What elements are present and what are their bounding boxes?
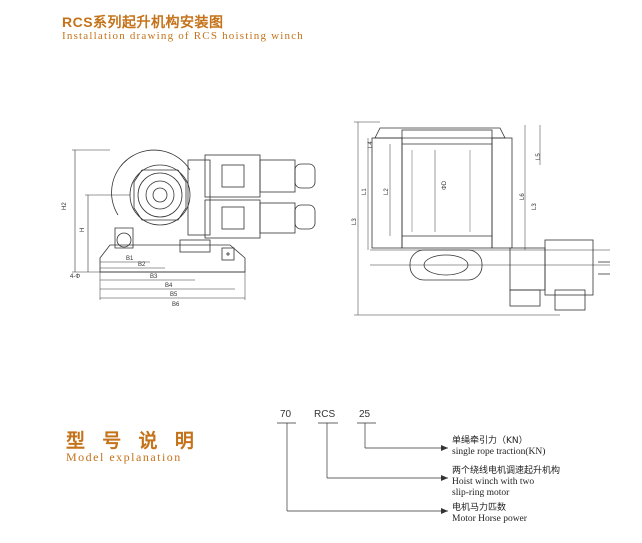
explanation-hoist-en2: slip-ring motor	[452, 488, 510, 498]
dim-h: H	[80, 228, 86, 232]
dim-l3-left: L3	[352, 218, 358, 225]
model-title-en: Model explanation	[66, 450, 182, 464]
dim-l6: L6	[520, 193, 526, 200]
dim-b2: B2	[138, 262, 146, 268]
leader-arrows	[441, 445, 448, 514]
explanation-motor: 电机马力匹数 Motor Horse power	[452, 503, 527, 525]
model-leaders	[277, 422, 448, 512]
explanation-motor-en: Motor Horse power	[452, 514, 527, 524]
code-horsepower: 70	[280, 409, 292, 420]
code-series: RCS	[314, 409, 336, 420]
right-view	[354, 121, 610, 316]
left-view	[72, 149, 316, 300]
dim-b3: B3	[150, 274, 158, 280]
drawing-title-cn: RCS系列起升机构安装图	[62, 14, 224, 30]
model-title-cn: 型 号 说 明	[66, 431, 200, 452]
drawing-title-en: Installation drawing of RCS hoisting win…	[62, 30, 304, 42]
explanation-traction: 单绳牵引力（KN） single rope traction(KN)	[452, 436, 545, 458]
explanation-traction-cn: 单绳牵引力（KN）	[452, 436, 528, 446]
explanation-traction-en: single rope traction(KN)	[452, 447, 546, 457]
dim-b6: B6	[172, 302, 180, 308]
dim-b4: B4	[165, 283, 173, 289]
dim-h2: H2	[62, 202, 68, 210]
explanation-hoist-en: Hoist winch with two	[452, 477, 535, 487]
dim-diameter: ΦD	[442, 180, 448, 190]
dim-b1: B1	[126, 256, 134, 262]
dim-holes: 4-Φ	[70, 274, 80, 280]
dim-l4: L4	[368, 141, 374, 148]
dim-l3-right: L3	[532, 203, 538, 210]
dim-b5: B5	[170, 292, 178, 298]
dim-l1: L1	[362, 188, 368, 195]
code-traction: 25	[359, 409, 371, 420]
dim-l5: L5	[536, 153, 542, 160]
explanation-hoist: 两个绕线电机调速起升机构 Hoist winch with two slip-r…	[452, 466, 560, 499]
dim-l2: L2	[384, 188, 390, 195]
explanation-hoist-cn: 两个绕线电机调速起升机构	[452, 466, 561, 476]
explanation-motor-cn: 电机马力匹数	[452, 503, 507, 513]
dimension-labels: H2 H B1 B2 B3 B4 B5 B6 4-Φ L4 L5 L6 L3 L…	[62, 141, 542, 308]
